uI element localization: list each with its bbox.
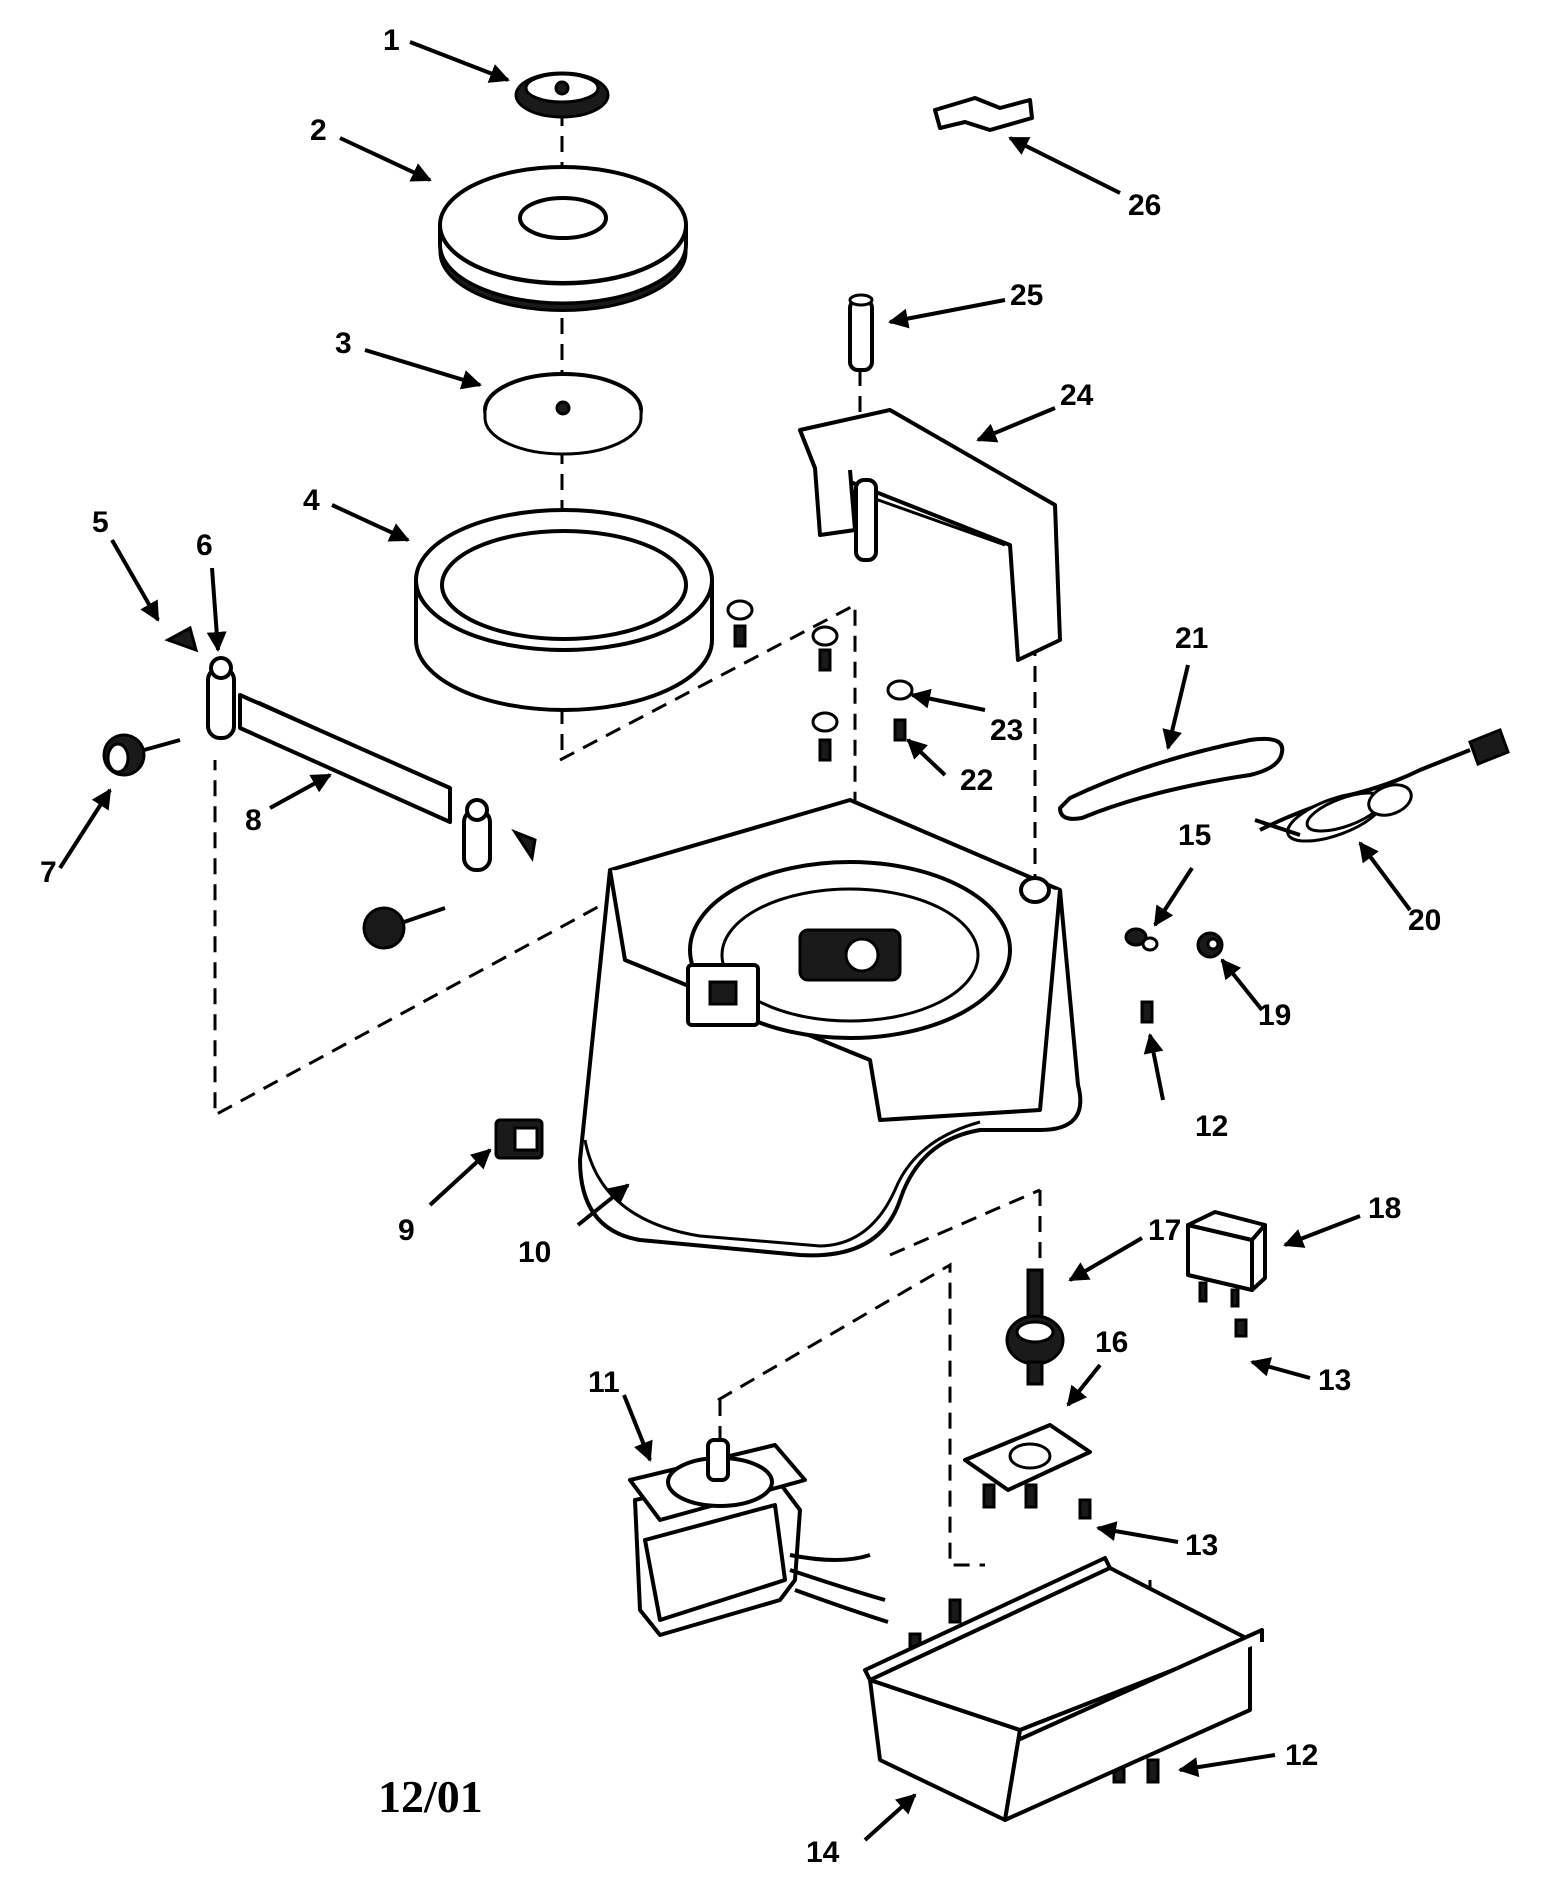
callout-leaders xyxy=(58,40,1412,1842)
part-15-clip xyxy=(1124,927,1159,952)
part-25-pin xyxy=(848,293,874,372)
callout-12-lower: 12 xyxy=(1285,1739,1318,1772)
callout-1: 1 xyxy=(383,24,400,57)
part-10-base-housing xyxy=(578,798,1083,1258)
callout-19: 19 xyxy=(1258,999,1291,1032)
date-code: 12/01 xyxy=(378,1771,483,1822)
callout-17: 17 xyxy=(1148,1214,1181,1247)
callout-15: 15 xyxy=(1178,819,1211,852)
callout-13-lower: 13 xyxy=(1185,1529,1218,1562)
callout-6: 6 xyxy=(196,529,213,562)
part-5-8-clamp-assembly xyxy=(102,625,537,950)
part-19-strain-relief xyxy=(1196,931,1224,959)
callout-25: 25 xyxy=(1010,279,1043,312)
callout-20: 20 xyxy=(1408,904,1441,937)
callout-13: 13 xyxy=(1318,1364,1351,1397)
part-14-bottom-tray xyxy=(863,1556,1264,1822)
callout-3: 3 xyxy=(335,327,352,360)
part-4-ring xyxy=(414,508,714,712)
callout-9: 9 xyxy=(398,1214,415,1247)
callout-10: 10 xyxy=(518,1236,551,1269)
callout-21: 21 xyxy=(1175,622,1208,655)
part-9-switch xyxy=(494,1118,544,1160)
callout-16: 16 xyxy=(1095,1326,1128,1359)
callout-11: 11 xyxy=(588,1366,620,1399)
callout-24: 24 xyxy=(1060,379,1094,412)
callout-12: 12 xyxy=(1195,1110,1228,1143)
callout-5: 5 xyxy=(92,506,109,539)
part-1-cap xyxy=(514,71,610,119)
part-26-label-tag xyxy=(933,96,1034,132)
callout-8: 8 xyxy=(245,804,262,837)
callout-22: 22 xyxy=(960,764,993,797)
callout-7: 7 xyxy=(40,856,57,889)
part-21-hose xyxy=(1058,736,1285,821)
part-20-power-cord xyxy=(1254,728,1510,843)
callout-2: 2 xyxy=(310,114,327,147)
part-11-motor xyxy=(628,1438,889,1637)
part-16-mounting-plate xyxy=(963,1423,1092,1492)
part-3-disc xyxy=(483,372,643,456)
callout-26: 26 xyxy=(1128,189,1161,222)
callout-23: 23 xyxy=(990,714,1023,747)
part-24-spout-housing xyxy=(798,408,1062,662)
part-17-coupler xyxy=(1005,1268,1065,1386)
callout-14: 14 xyxy=(806,1836,840,1869)
part-2-lid xyxy=(438,165,688,312)
callout-labels: 1 2 3 4 5 6 7 8 9 10 11 12 13 13 12 14 1… xyxy=(40,24,1441,1869)
part-18-relay xyxy=(1186,1210,1267,1308)
callout-4: 4 xyxy=(303,484,320,517)
callout-18: 18 xyxy=(1368,1192,1401,1225)
